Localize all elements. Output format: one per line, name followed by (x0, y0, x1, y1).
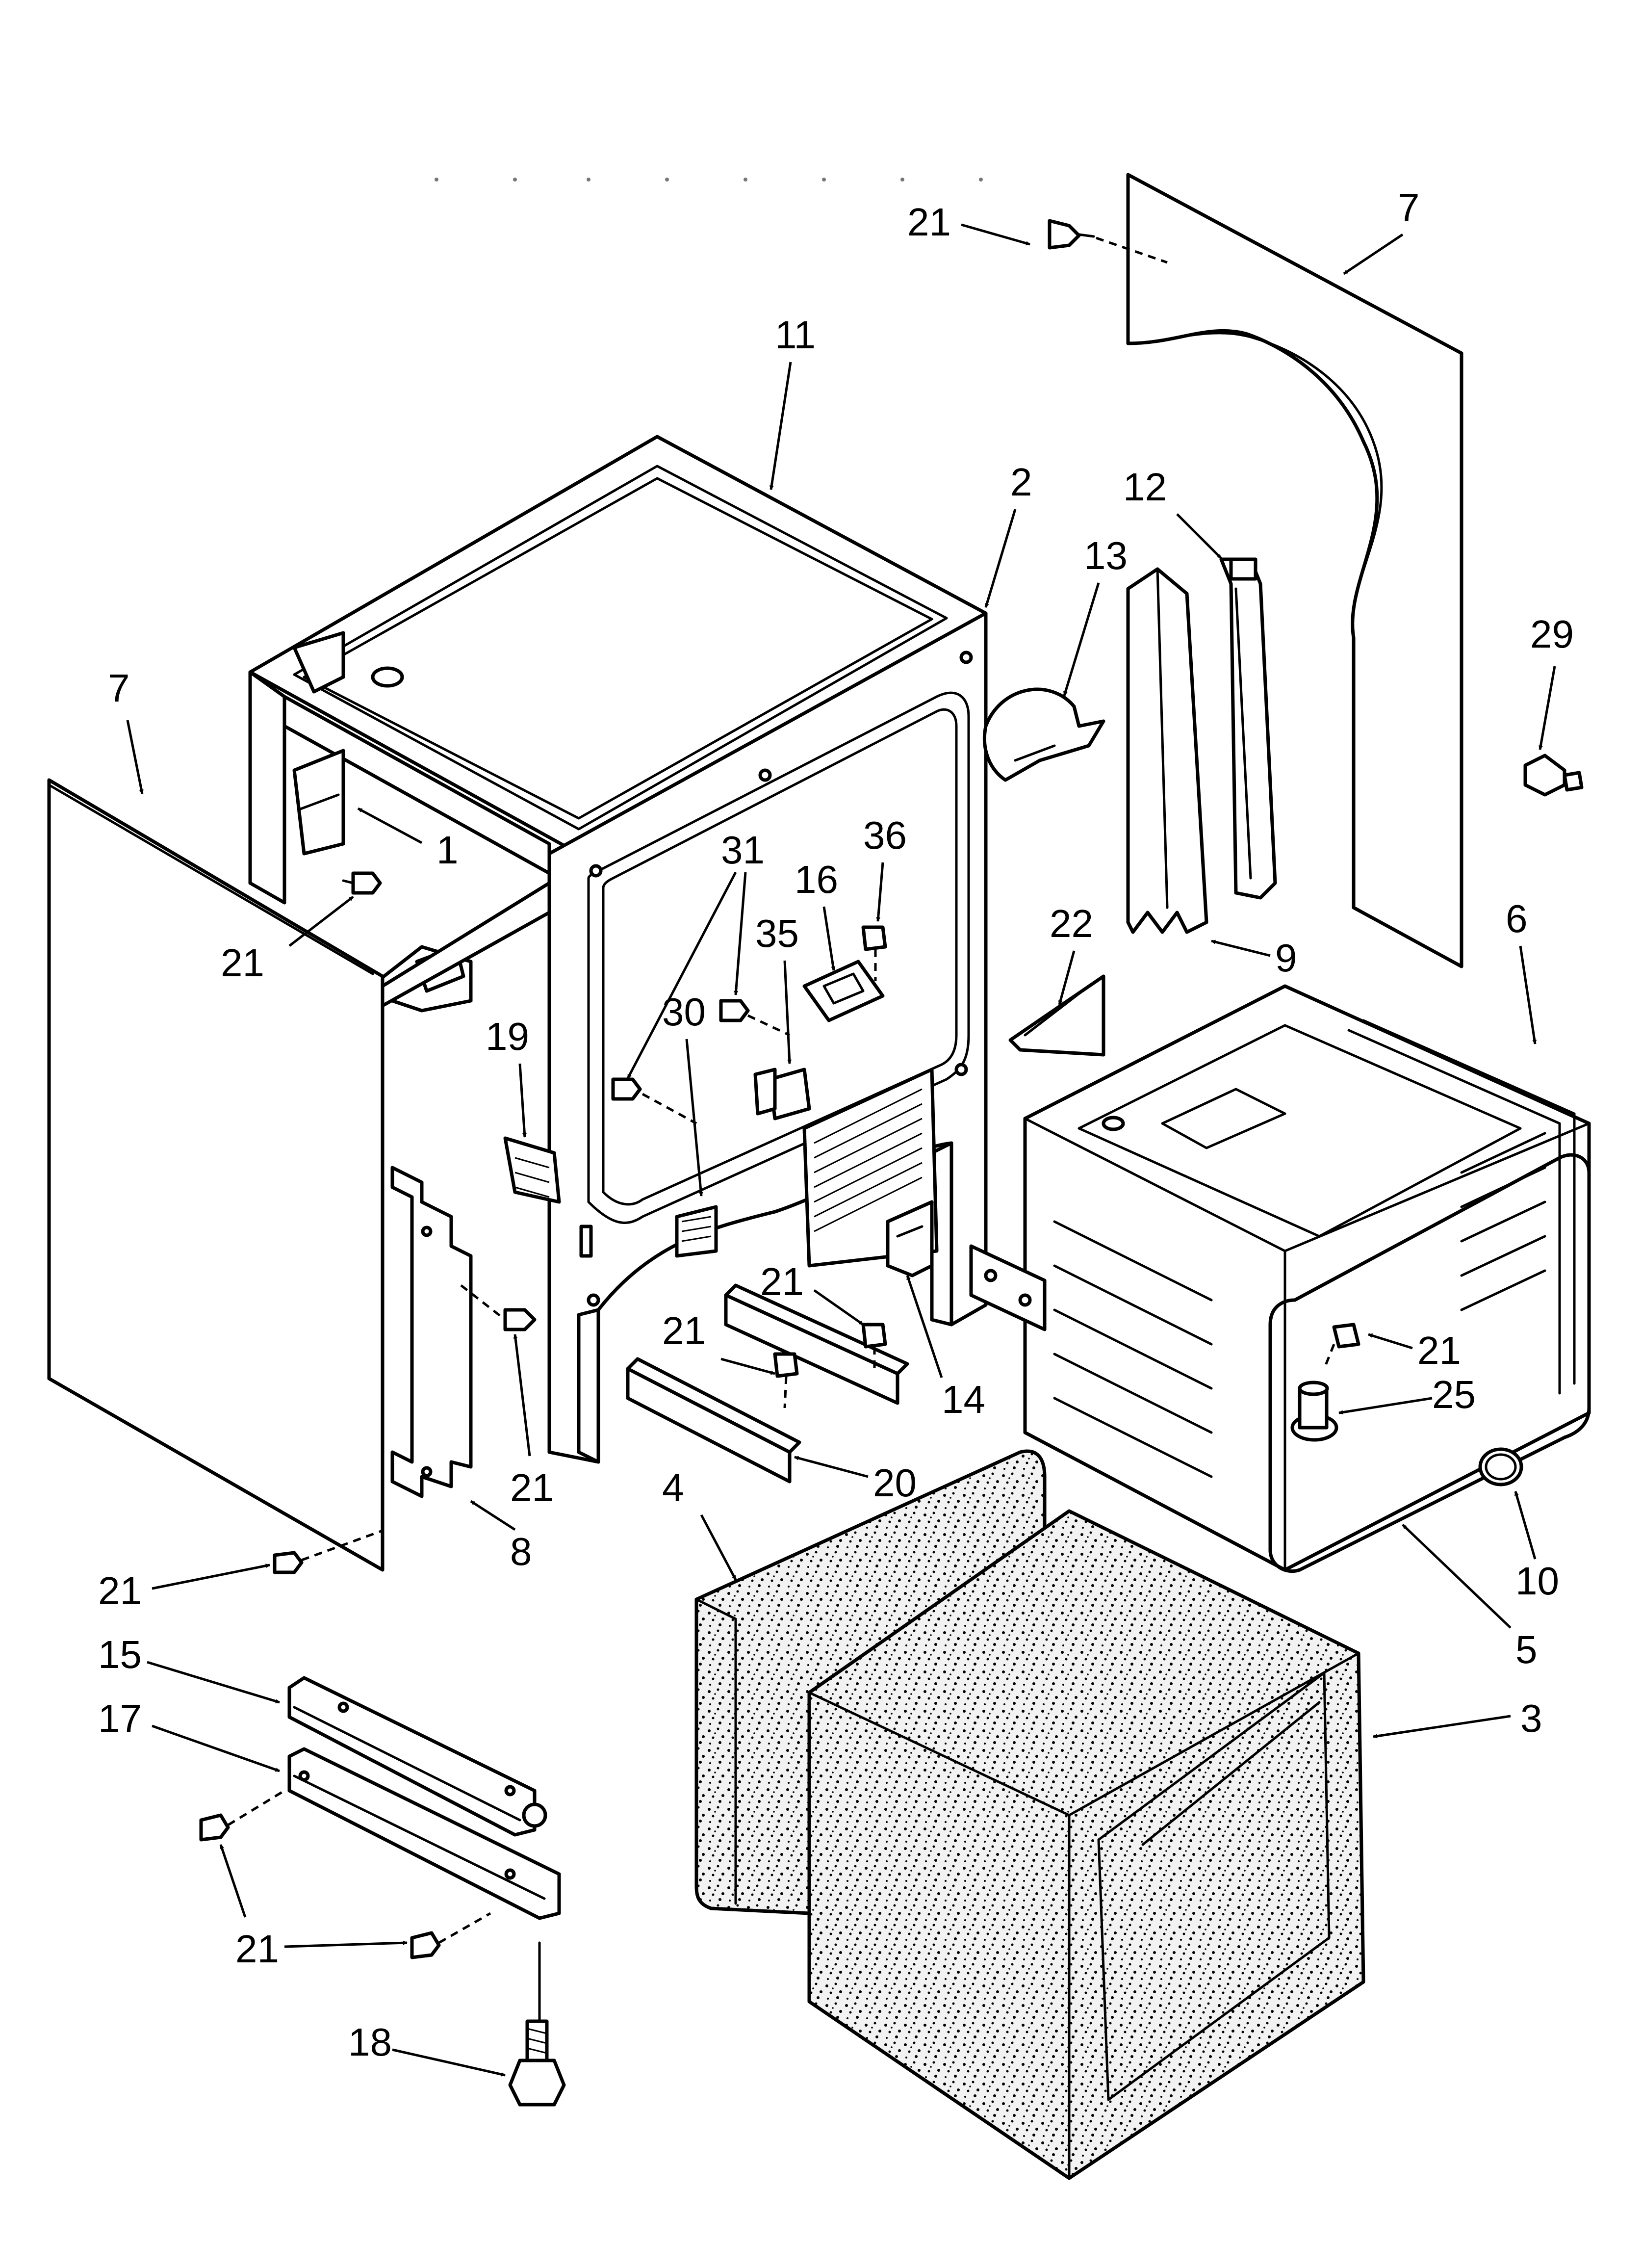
oven-cavity (969, 984, 1591, 1573)
callout-9: 9 (1275, 936, 1297, 980)
screw-36 (861, 925, 887, 981)
callout-31: 31 (721, 828, 765, 872)
screw-21-f (273, 1529, 383, 1574)
callout-21-top: 21 (907, 200, 951, 244)
callout-14: 14 (942, 1378, 985, 1421)
screw-21-d (1323, 1323, 1360, 1369)
screw-31-right (719, 999, 791, 1037)
component-30 (675, 1205, 718, 1258)
callout-21-c: 21 (760, 1260, 804, 1303)
screw-21-c (861, 1323, 887, 1369)
element-part-25 (1290, 1381, 1338, 1442)
screw-top (1048, 219, 1168, 264)
callout-labels: 7 21 11 2 12 13 29 7 1 21 31 36 16 35 22… (98, 185, 1574, 2064)
callout-21-a: 21 (221, 941, 264, 985)
callout-16: 16 (795, 858, 838, 901)
channel-part-9 (1126, 567, 1208, 934)
screw-21-a (342, 871, 382, 895)
bracket-part-19 (503, 1136, 561, 1204)
main-cabinet-frame (248, 435, 988, 1464)
bracket-part-8 (390, 1166, 473, 1498)
insulation-part-3 (807, 1509, 1365, 2180)
switch-part-29 (1523, 754, 1584, 797)
bracket-part-14 (886, 1200, 934, 1277)
callout-5: 5 (1515, 1628, 1538, 1671)
callout-25: 25 (1432, 1373, 1476, 1416)
callout-36: 36 (863, 813, 907, 857)
callout-6: 6 (1506, 897, 1528, 940)
screw-31-left (611, 1077, 697, 1125)
callout-4: 4 (662, 1466, 684, 1510)
callout-1: 1 (436, 828, 459, 872)
callout-20: 20 (873, 1461, 917, 1505)
screw-21-g (199, 1789, 491, 1959)
callout-10: 10 (1515, 1559, 1559, 1603)
callout-21-d: 21 (1417, 1329, 1461, 1372)
callout-21-g: 21 (235, 1927, 279, 1971)
callout-15: 15 (98, 1633, 142, 1676)
rail-part-17 (287, 1747, 561, 1920)
callout-17: 17 (98, 1696, 142, 1740)
callout-2: 2 (1010, 460, 1032, 504)
top-dotted-line (435, 178, 983, 182)
callout-18: 18 (348, 2020, 392, 2064)
callout-21-f: 21 (98, 1569, 142, 1613)
side-panel-rear (1126, 173, 1463, 968)
callout-30: 30 (662, 990, 706, 1034)
callout-7-left: 7 (108, 666, 130, 710)
callout-35: 35 (755, 912, 799, 955)
screw-21-b (460, 1284, 537, 1331)
callout-8: 8 (510, 1530, 532, 1573)
callout-19: 19 (486, 1015, 529, 1058)
callout-13: 13 (1084, 534, 1128, 577)
leveling-leg-part-18 (508, 1941, 566, 2107)
callout-21-b: 21 (510, 1466, 554, 1510)
rail-part-15 (287, 1676, 547, 1837)
callout-7-top: 7 (1398, 185, 1420, 229)
leader-arrows (126, 223, 1556, 2077)
deflector-part-13 (982, 687, 1105, 782)
shield-part-22 (1008, 974, 1105, 1057)
channel-part-12 (1219, 557, 1277, 900)
callout-29: 29 (1530, 612, 1574, 656)
screw-21-e (773, 1352, 799, 1408)
callout-3: 3 (1520, 1696, 1542, 1740)
callout-12: 12 (1123, 465, 1167, 509)
callout-11: 11 (775, 313, 816, 357)
callout-21-e: 21 (662, 1309, 706, 1353)
rails-part-20 (626, 1283, 909, 1484)
bracket-part-1 (292, 749, 345, 856)
component-35 (753, 1068, 811, 1121)
callout-22: 22 (1050, 902, 1093, 945)
side-panel-left (47, 778, 385, 1572)
knob-part-10 (1478, 1447, 1523, 1486)
component-16 (802, 960, 885, 1022)
